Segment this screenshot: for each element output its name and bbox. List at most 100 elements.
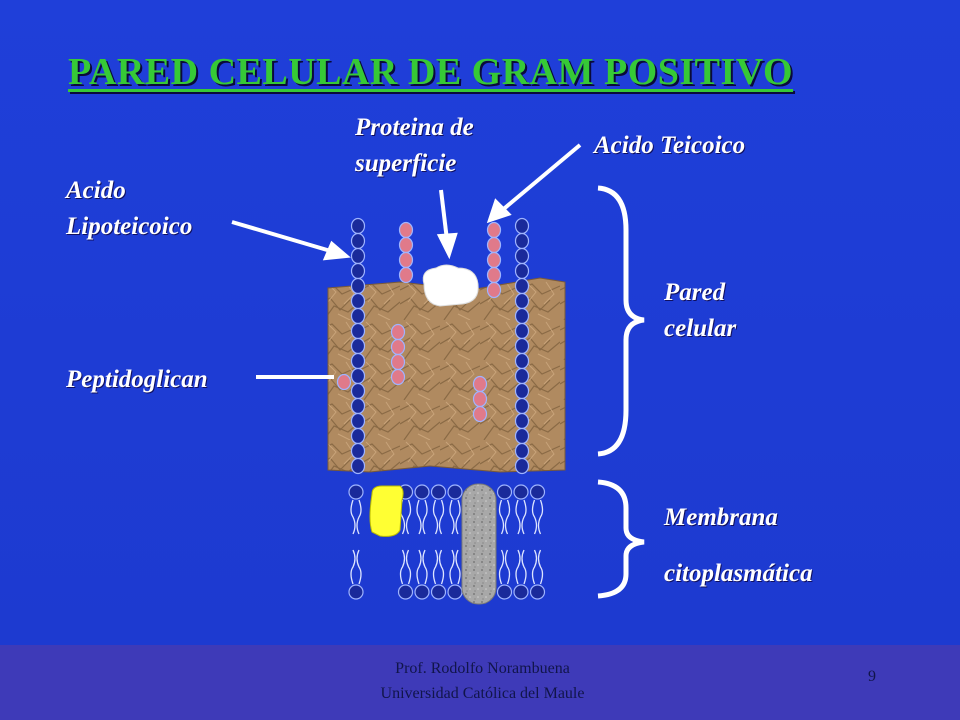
phospholipid-head: [348, 484, 364, 500]
label-acido-lipoteicoico: Acido Lipoteicoico: [66, 173, 192, 245]
phospholipid-tails: [432, 499, 445, 535]
lipoteichoic-chain-right: [514, 217, 530, 475]
teichoic-chain-2-bead: [486, 266, 502, 284]
label-pared-celular-line2: celular: [664, 315, 737, 342]
lipoteichoic-chain-left-bead: [350, 442, 366, 460]
lipoteichoic-chain-left: [350, 217, 366, 475]
lipoteichoic-chain-right-bead: [514, 412, 530, 430]
phospholipid-tails: [515, 499, 527, 535]
arrow-lipoteicoico-line: [231, 220, 335, 254]
lipoteichoic-chain-left-bead: [350, 262, 366, 280]
phospholipid-head: [397, 584, 414, 600]
lipoteichoic-chain-right-bead: [514, 277, 530, 295]
teichoic-chain-2-bead: [486, 251, 502, 269]
phospholipid-head: [447, 584, 463, 600]
lipoteichoic-chain-left-bead: [350, 217, 366, 235]
footer-institution: Universidad Católica del Maule: [380, 685, 585, 702]
lipoteichoic-chain-right-bead: [514, 217, 530, 235]
teichoic-chain-3-bead: [390, 323, 406, 341]
phospholipid-tails: [515, 549, 527, 585]
slide-title: PARED CELULAR DE GRAM POSITIVO: [68, 51, 794, 93]
phospholipid-tails: [432, 549, 445, 585]
teichoic-chain-3-bead: [390, 338, 406, 356]
lipoteichoic-chain-right-bead: [514, 382, 530, 400]
phospholipid-head: [430, 484, 447, 500]
phospholipid-head: [496, 484, 513, 500]
phospholipid-head: [447, 484, 463, 500]
footer-bar: [0, 645, 960, 720]
teichoic-chain-1-bead: [398, 266, 414, 284]
teichoic-chain-2-bead: [486, 221, 502, 239]
teichoic-chain-3: [390, 323, 406, 386]
lipoteichoic-chain-left-bead: [350, 322, 366, 340]
teichoic-chain-4-bead: [472, 375, 488, 393]
phospholipid-tails: [399, 549, 412, 585]
phospholipid-tails: [416, 499, 428, 535]
footer-author: Prof. Rodolfo Norambuena: [395, 660, 570, 677]
lipoteichoic-chain-right-bead: [514, 427, 530, 445]
teichoic-chain-1-bead: [398, 236, 414, 254]
teichoic-chain-2: [486, 221, 502, 299]
surface-protein: [422, 264, 479, 307]
lipoteichoic-chain-right-bead: [514, 307, 530, 325]
label-membrana-citoplasmatica: Membrana citoplasmática: [664, 490, 813, 602]
teichoic-chain-5-bead: [336, 373, 352, 391]
teichoic-chain-1-bead: [398, 221, 414, 239]
membrane-protein-yellow: [369, 485, 404, 537]
phospholipid-tails: [531, 549, 544, 585]
teichoic-chain-4-bead: [472, 390, 488, 408]
lipoteichoic-chain-right-bead: [514, 367, 530, 385]
lipoteichoic-chain-left-bead: [350, 247, 366, 265]
arrow-teicoico-head: [486, 198, 512, 224]
teichoic-chain-4-bead: [472, 405, 488, 423]
phospholipid-head: [496, 584, 513, 600]
lipoteichoic-chain-left-bead: [350, 352, 366, 370]
label-membrana-line2: citoplasmática: [664, 560, 813, 587]
lipoteichoic-chain-right-bead: [514, 352, 530, 370]
teichoic-chain-2-bead: [486, 236, 502, 254]
label-acido-lipoteicoico-line1: Acido: [66, 177, 126, 204]
teichoic-chain-1: [398, 221, 414, 284]
phospholipid-head: [513, 584, 529, 600]
lipoteichoic-chain-right-bead: [514, 322, 530, 340]
phospholipid-tails: [531, 499, 544, 535]
lipoteichoic-chain-right-bead: [514, 232, 530, 250]
label-acido-lipoteicoico-line2: Lipoteicoico: [66, 213, 193, 240]
lipoteichoic-chain-left-bead: [350, 307, 366, 325]
phospholipid-tails: [416, 549, 428, 585]
teichoic-chain-1-bead: [398, 251, 414, 269]
teichoic-chain-4: [472, 375, 488, 423]
pointer-arrows: [231, 143, 582, 379]
lipoteichoic-chain-right-bead: [514, 247, 530, 265]
lipoteichoic-chain-left-bead: [350, 337, 366, 355]
phospholipid-head: [414, 484, 430, 500]
arrow-teicoico-line: [498, 143, 582, 214]
phospholipid-tails: [350, 549, 362, 585]
lipoteichoic-chain-right-bead: [514, 457, 530, 475]
teichoic-chain-3-bead: [390, 368, 406, 386]
teichoic-chain-3-bead: [390, 353, 406, 371]
lipoteichoic-chain-right-bead: [514, 442, 530, 460]
membrane-protein-gray: [461, 483, 497, 605]
lipoteichoic-chain-left-bead: [350, 292, 366, 310]
lipoteichoic-chain-left-bead: [350, 232, 366, 250]
phospholipid-tails: [498, 499, 511, 535]
lipoteichoic-chain-right-bead: [514, 337, 530, 355]
label-proteina-superficie-line2: superficie: [355, 150, 457, 177]
phospholipid-tails: [449, 549, 461, 585]
lipoteichoic-chain-left-bead: [350, 382, 366, 400]
phospholipid-head: [513, 484, 529, 500]
phospholipid-head: [529, 584, 546, 600]
cell-wall-diagram: [231, 143, 645, 605]
arrow-proteina-head: [436, 232, 458, 260]
lipoteichoic-chain-right-bead: [514, 397, 530, 415]
label-proteina-superficie-line1: Proteina de: [355, 114, 474, 141]
lipoteichoic-chain-right-bead: [514, 292, 530, 310]
lipoteichoic-chain-left-bead: [350, 277, 366, 295]
phospholipid-tails: [498, 549, 511, 585]
label-pared-celular: Pared celular: [664, 275, 736, 347]
label-pared-celular-line1: Pared: [664, 279, 726, 306]
teichoic-chain-5: [336, 373, 352, 391]
arrow-lipoteicoico-head: [322, 240, 351, 261]
phospholipid-tails: [350, 499, 362, 535]
